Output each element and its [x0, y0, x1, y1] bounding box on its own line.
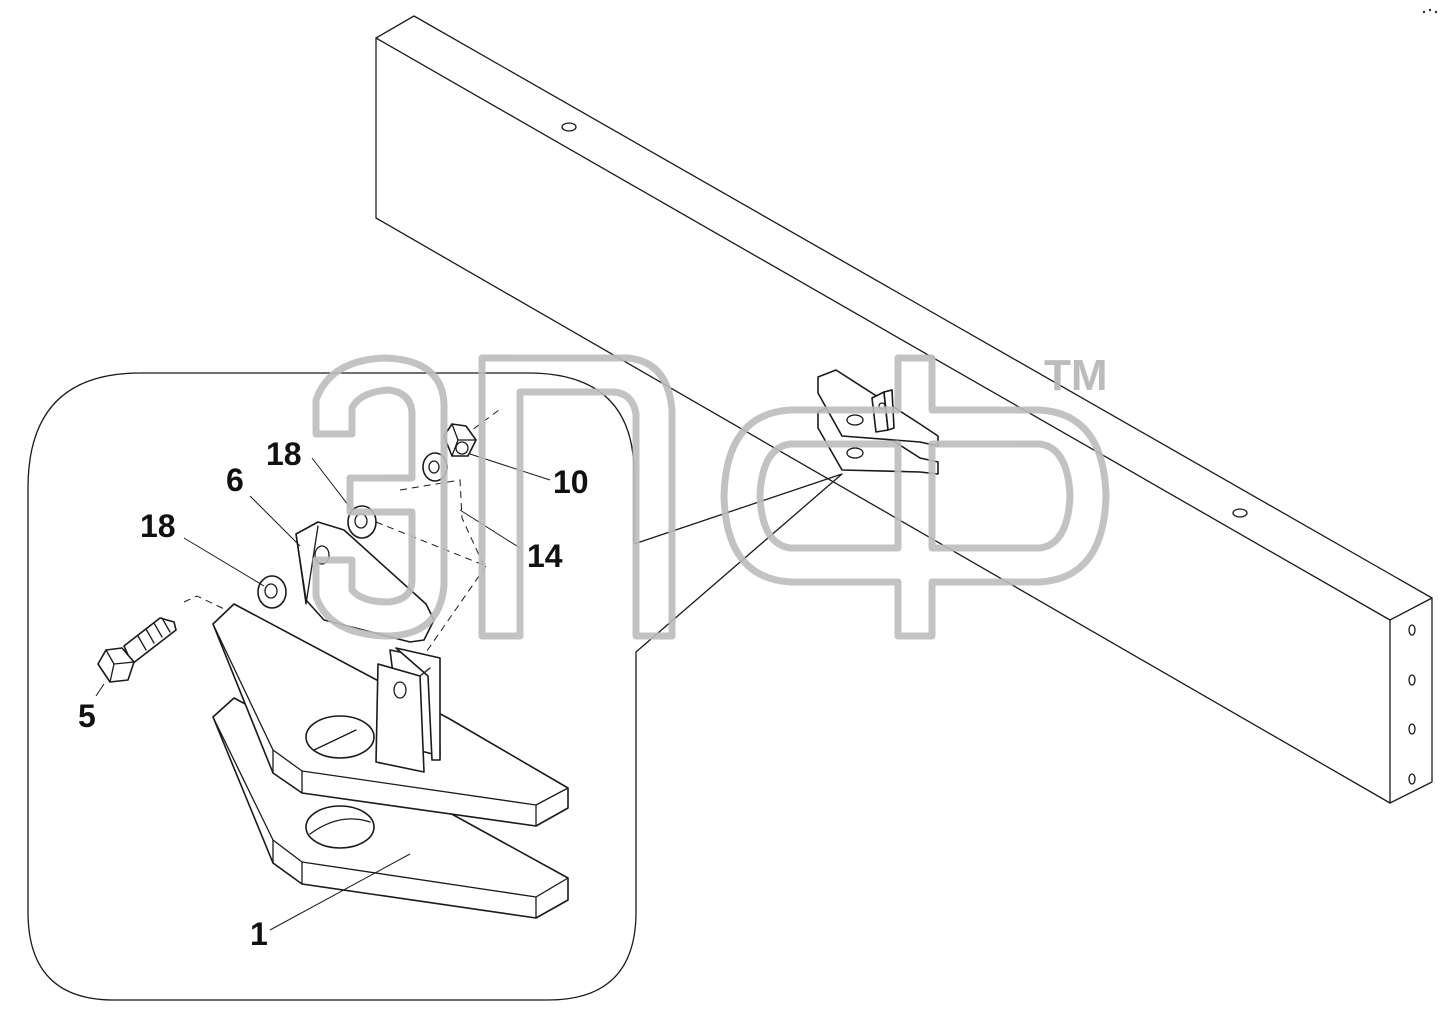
- callout-1: 1: [250, 916, 268, 952]
- leader-lines: [95, 453, 551, 931]
- beam-top-hole: [561, 122, 1248, 518]
- beam-bracket-small: [817, 369, 939, 475]
- part-10-nut: [443, 423, 477, 457]
- callout-18-lower: 18: [140, 508, 176, 544]
- callout-6: 6: [226, 462, 244, 498]
- part-18-washer-b: [257, 575, 287, 609]
- callout-14: 14: [527, 538, 563, 574]
- detail-frame: [27, 372, 843, 1001]
- main-beam: [375, 15, 1433, 804]
- beam-end-holes: [1408, 624, 1416, 785]
- upper-bracket: [212, 603, 569, 827]
- watermark-logo: TM: [312, 351, 1110, 640]
- callout-labels: 18 6 18 10 14 5 1: [78, 436, 589, 952]
- part-6-plate: [295, 521, 435, 643]
- watermark-trademark: TM: [1044, 351, 1108, 400]
- callout-18-upper: 18: [266, 436, 302, 472]
- part-5-bolt: [97, 617, 177, 683]
- corner-mark: [1422, 8, 1438, 14]
- callout-5: 5: [78, 698, 96, 734]
- callout-10: 10: [553, 464, 589, 500]
